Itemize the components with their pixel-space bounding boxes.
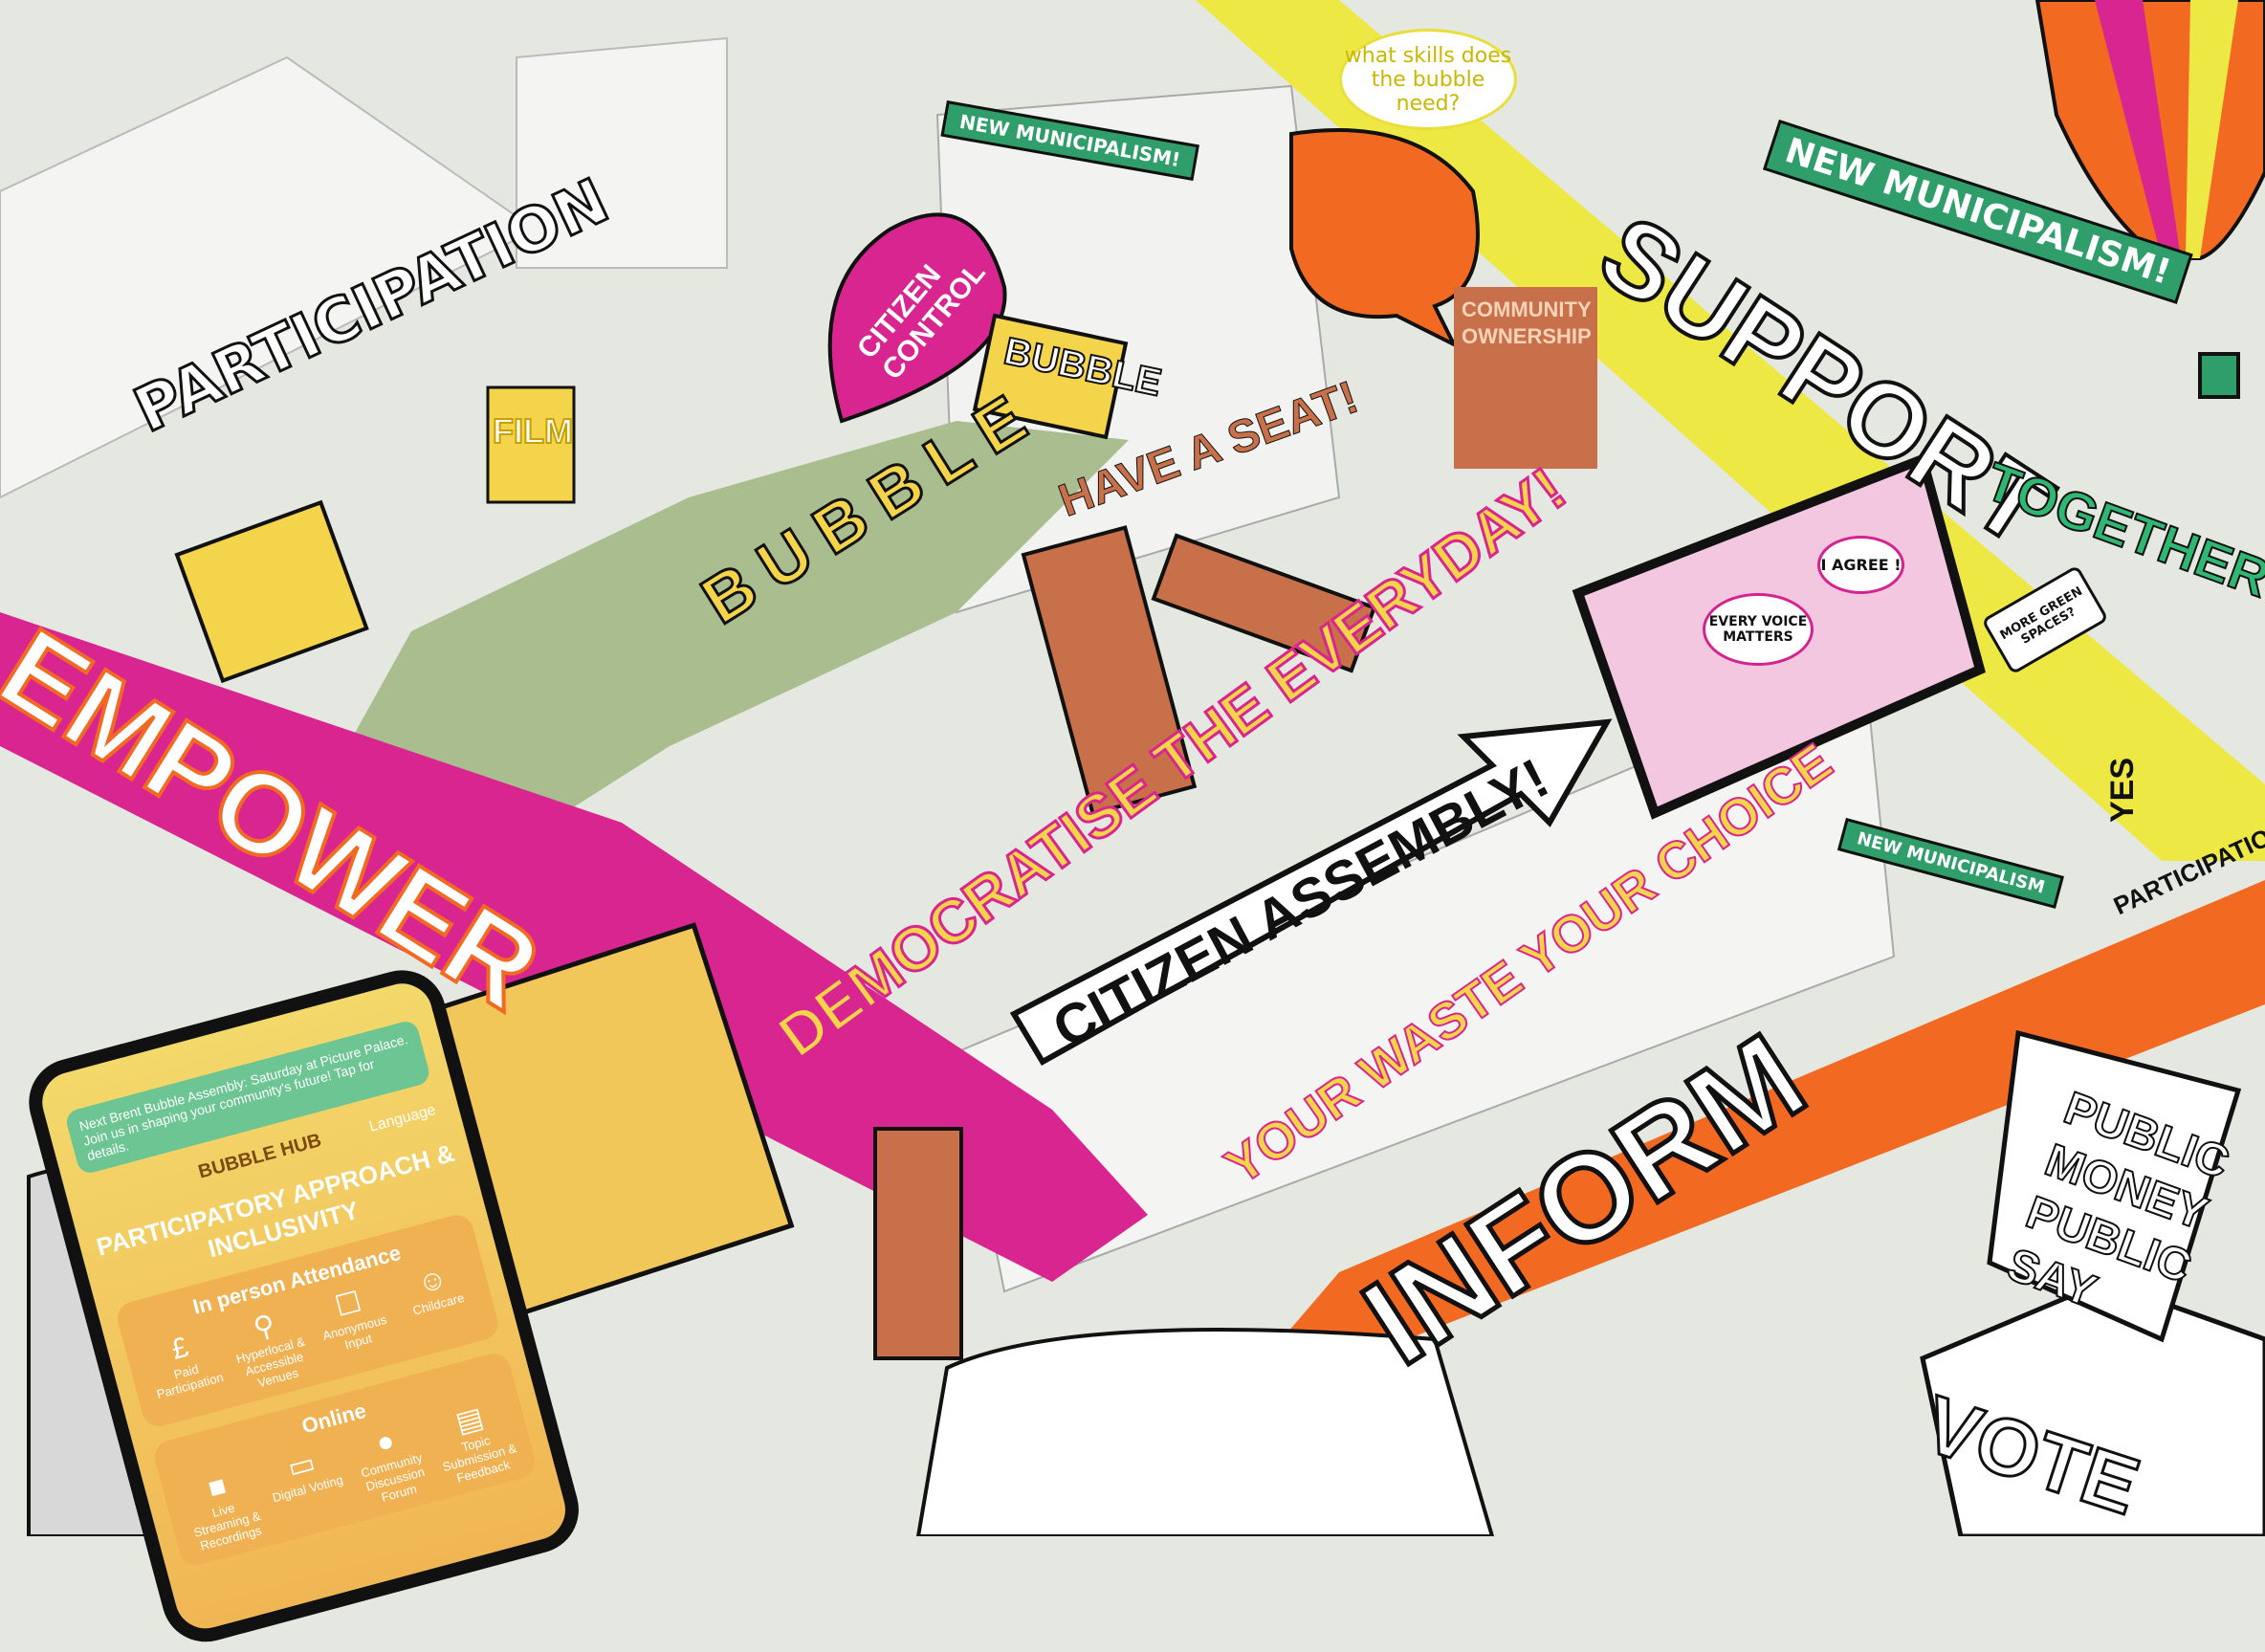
yes-label: YES bbox=[2104, 757, 2141, 823]
item-label: Live Streaming & Recordings bbox=[191, 1500, 264, 1553]
inform-band bbox=[1282, 880, 2265, 1358]
childcare-item[interactable]: ☺Childcare bbox=[390, 1256, 486, 1350]
door-frame bbox=[873, 1127, 963, 1360]
ballot-paper bbox=[1987, 1029, 2242, 1343]
film-label: FILM bbox=[492, 410, 574, 452]
topic-submission-item[interactable]: ▤Topic Submission & Feedback bbox=[428, 1395, 523, 1488]
balloon-stripe bbox=[2186, 0, 2238, 258]
balloon-stripe bbox=[2095, 0, 2181, 258]
building-top bbox=[516, 36, 728, 269]
citizen-assembly-arrow bbox=[1009, 718, 1613, 1067]
anonymous-input-item[interactable]: ☐Anonymous Input bbox=[306, 1278, 402, 1372]
language-button[interactable]: Language bbox=[367, 1101, 438, 1135]
bubble-billboard bbox=[972, 313, 1129, 440]
community-ownership-label: COMMUNITY OWNERSHIP bbox=[1462, 297, 1592, 348]
i-agree-bubble: I AGREE ! bbox=[1817, 536, 1904, 594]
venues-item[interactable]: ⚲Hyperlocal & Accessible Venues bbox=[222, 1301, 318, 1395]
what-skills-bubble: what skills does the bubble need? bbox=[1339, 29, 1517, 130]
door-frame bbox=[1021, 525, 1198, 816]
van bbox=[915, 1328, 1495, 1536]
bench-seat bbox=[1151, 533, 1377, 673]
community-ownership-sign bbox=[1454, 287, 1597, 469]
green-park bbox=[316, 421, 1129, 880]
citizen-control-pin bbox=[827, 212, 1007, 424]
empower-band bbox=[0, 612, 1148, 1282]
paid-participation-item[interactable]: £Paid Participation bbox=[138, 1323, 233, 1417]
yellow-billboard bbox=[174, 499, 369, 684]
workshop-bubble bbox=[1289, 128, 1480, 349]
balloon-basket bbox=[2198, 352, 2240, 399]
digital-voting-item[interactable]: ▭Digital Voting bbox=[259, 1440, 355, 1533]
every-voice-bubble: EVERY VOICE MATTERS bbox=[1703, 593, 1814, 666]
live-streaming-item[interactable]: ■Live Streaming & Recordings bbox=[175, 1462, 271, 1555]
film-sign bbox=[486, 385, 576, 504]
forum-item[interactable]: ●Community Discussion Forum bbox=[343, 1417, 439, 1510]
